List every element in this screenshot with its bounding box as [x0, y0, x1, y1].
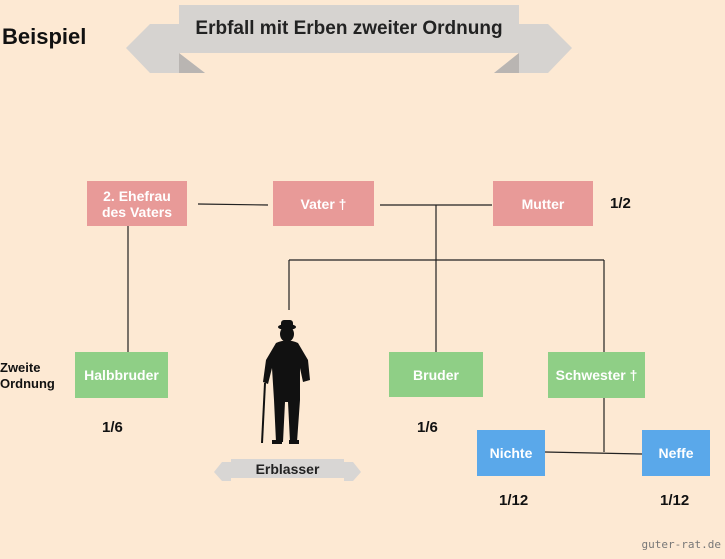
node-mother: Mutter: [493, 181, 593, 226]
share-niece: 1/12: [499, 492, 529, 509]
line-niece-nephew: [544, 451, 643, 455]
share-half-brother: 1/6: [102, 419, 123, 436]
erblasser-tail-left: [214, 462, 231, 481]
banner-fold-right: [494, 53, 519, 73]
banner-fold-left: [179, 53, 205, 73]
deceased-silhouette-icon: [261, 320, 310, 444]
erblasser-tail-right: [344, 462, 361, 481]
deceased-label: Erblasser: [231, 459, 344, 478]
node-brother: Bruder: [389, 352, 483, 397]
node-sister: Schwester †: [548, 352, 645, 398]
share-nephew: 1/12: [660, 492, 690, 509]
share-brother: 1/6: [417, 419, 438, 436]
line-stepmother-father: [197, 203, 269, 206]
node-father: Vater †: [273, 181, 374, 226]
diagram-title: Erbfall mit Erben zweiter Ordnung: [179, 5, 519, 53]
order-label: Zweite Ordnung: [0, 360, 55, 391]
share-mother: 1/2: [610, 195, 631, 212]
node-niece: Nichte: [477, 430, 545, 476]
node-nephew: Neffe: [642, 430, 710, 476]
example-label: Beispiel: [2, 24, 87, 49]
node-stepmother: 2. Ehefrau des Vaters: [87, 181, 187, 226]
node-half-brother: Halbbruder: [75, 352, 168, 398]
watermark: guter-rat.de: [641, 538, 721, 551]
